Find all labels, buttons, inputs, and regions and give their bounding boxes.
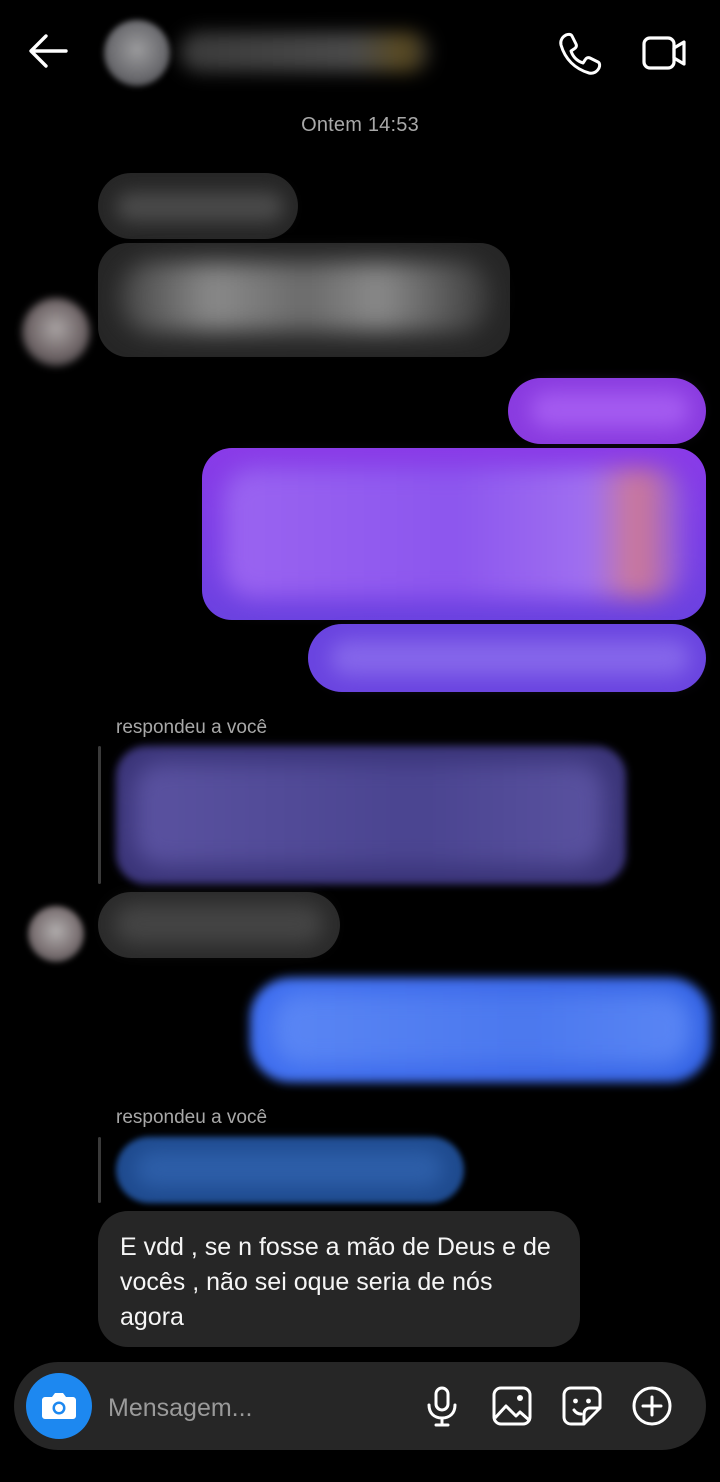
voice-message-button[interactable] [418, 1382, 466, 1430]
sticker-icon [562, 1386, 602, 1426]
image-icon [492, 1386, 532, 1426]
reply-label: respondeu a você [116, 1107, 268, 1128]
camera-button[interactable] [26, 1373, 92, 1439]
back-button[interactable] [22, 26, 74, 78]
message-timestamp: Ontem 14:53 [301, 114, 419, 136]
sender-avatar[interactable] [28, 906, 84, 962]
contact-name-blurred[interactable] [180, 32, 430, 72]
voice-call-button[interactable] [552, 26, 608, 82]
reply-indicator-line [98, 746, 101, 884]
reply-indicator-line [98, 1137, 101, 1203]
video-call-button[interactable] [636, 26, 692, 82]
blurred-text [272, 992, 692, 1066]
message-text: E vdd , se n fosse a mão de Deus e de vo… [120, 1233, 551, 1331]
video-camera-icon [642, 36, 686, 70]
camera-icon [42, 1393, 76, 1419]
arrow-left-icon [29, 34, 68, 68]
blurred-text [224, 468, 684, 598]
more-options-button[interactable] [628, 1382, 676, 1430]
sender-avatar[interactable] [22, 298, 90, 366]
contact-avatar[interactable] [104, 20, 170, 86]
received-message[interactable]: E vdd , se n fosse a mão de Deus e de vo… [98, 1211, 580, 1347]
blurred-text [530, 392, 690, 428]
phone-icon [559, 32, 602, 75]
blurred-text [134, 1150, 444, 1188]
blurred-text [114, 904, 324, 944]
blurred-text [134, 762, 604, 866]
sticker-button[interactable] [558, 1382, 606, 1430]
gallery-button[interactable] [488, 1382, 536, 1430]
reply-label: respondeu a você [116, 717, 268, 738]
blurred-text [116, 192, 284, 222]
blurred-text [120, 262, 490, 332]
message-input[interactable] [106, 1384, 410, 1432]
microphone-icon [427, 1386, 457, 1427]
plus-circle-icon [632, 1386, 672, 1426]
blurred-text [330, 640, 690, 676]
